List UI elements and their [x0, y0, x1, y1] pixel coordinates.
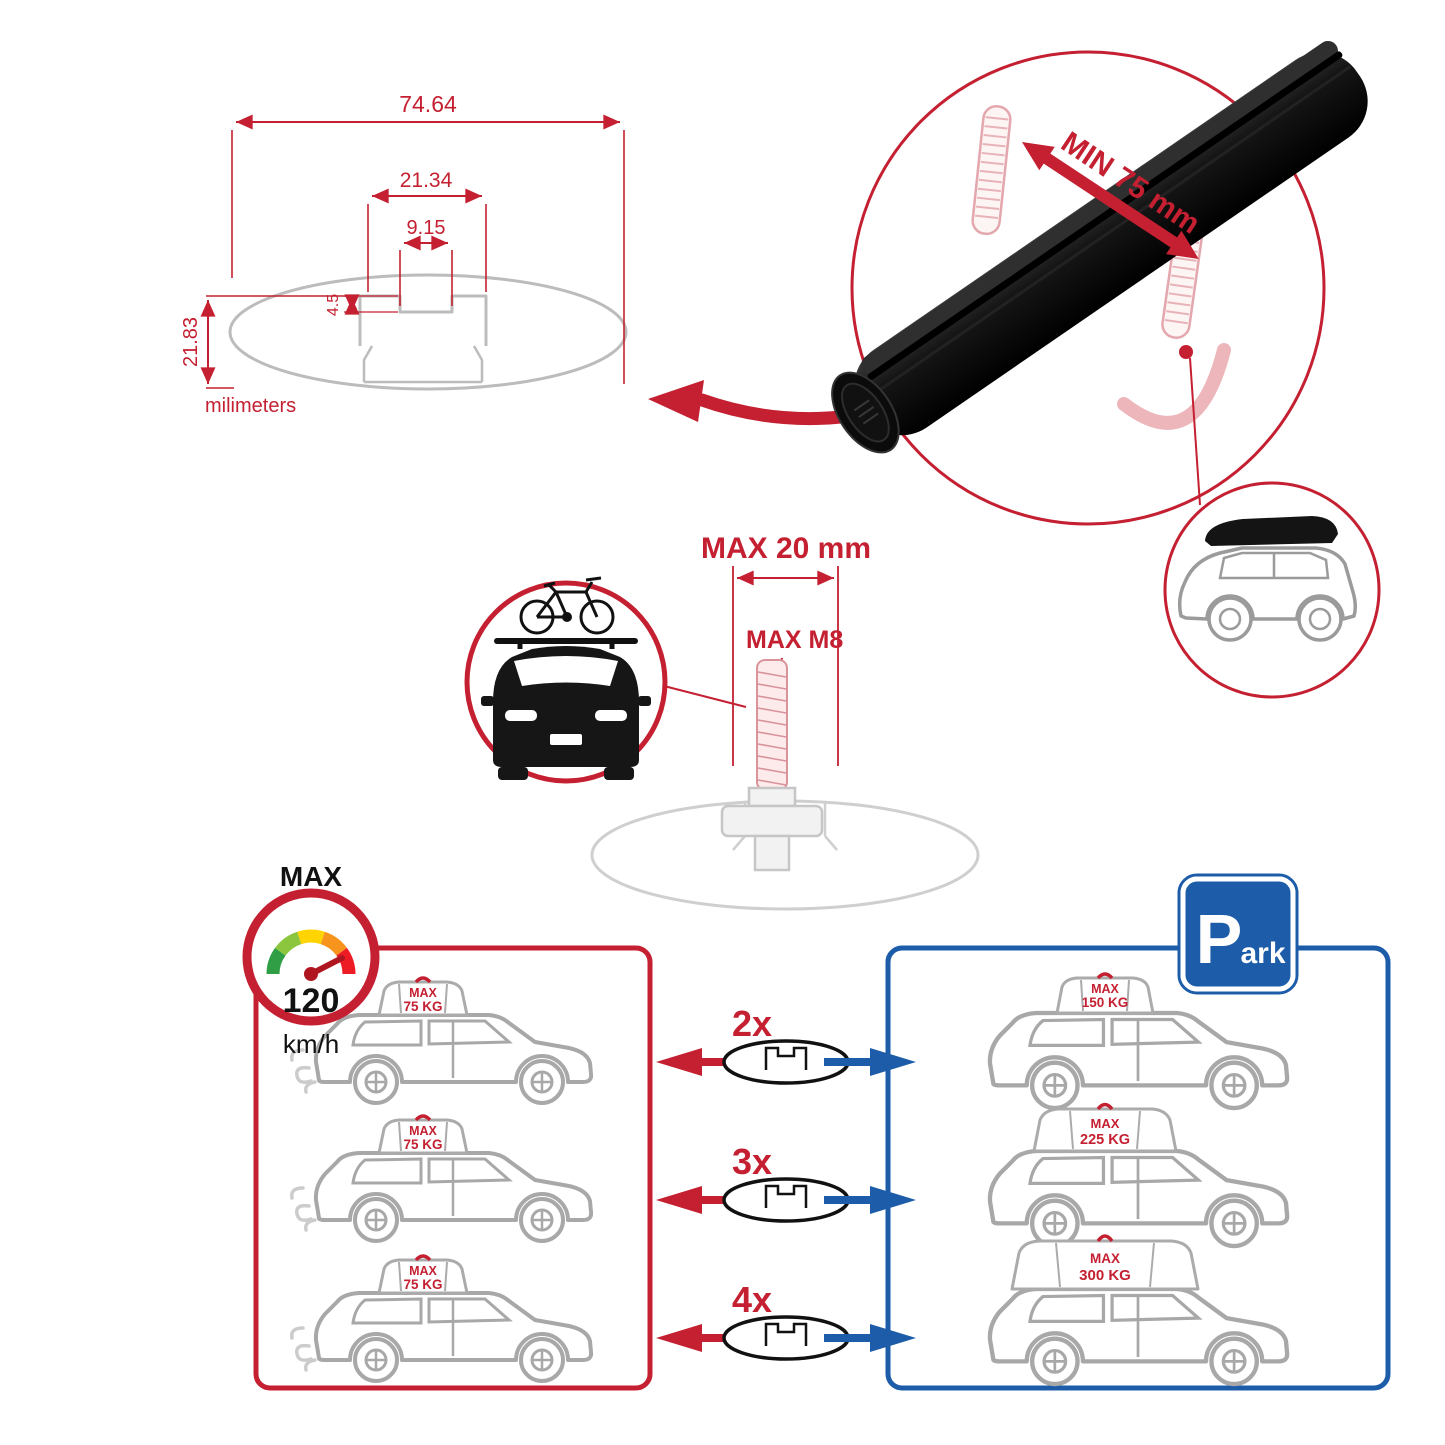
bag-max-label: MAX [409, 986, 437, 1000]
speed-limit-gauge: MAX 120 km/h [242, 861, 380, 1059]
bag-handle-icon [414, 976, 432, 984]
vignette-leader-line [1189, 357, 1201, 506]
dimension-slot-width: 9.15 [399, 217, 453, 306]
red-arrow-left [656, 1186, 748, 1214]
slot-width-label: 9.15 [407, 217, 446, 239]
blue-arrow-right [824, 1324, 916, 1352]
lip-depth-label: 4.5 [325, 294, 342, 316]
bag-weight-label: 225 KG [1080, 1132, 1130, 1148]
bag-handle-icon [1096, 1102, 1114, 1111]
crossbar-profile-diagram: 74.64 21.34 9.15 4.5 21.83 milimeters [180, 91, 628, 417]
multiplier-row-1: 2x [656, 1003, 916, 1085]
blue-arrow-right [824, 1048, 916, 1076]
blue-arrow-right [824, 1186, 916, 1214]
left-car-row-2: MAX 75 KG [289, 1114, 594, 1243]
park-sign-letter: P [1196, 900, 1243, 978]
multiplier-row-2: 3x [656, 1141, 916, 1223]
total-height-label: 21.83 [180, 317, 202, 367]
bag-weight-label: 75 KG [403, 1277, 442, 1292]
bag-max-label: MAX [1090, 1251, 1120, 1266]
right-car-row-1: MAX 150 KG [990, 972, 1287, 1108]
red-arrow-left [656, 1324, 748, 1352]
dimension-total-width: 74.64 [231, 91, 625, 384]
bag-max-label: MAX [1091, 982, 1119, 996]
park-sign-plate [1180, 876, 1296, 992]
crossbar-render [831, 40, 1368, 454]
bag-weight-label: 150 KG [1082, 995, 1129, 1010]
bag-weight-label: 75 KG [403, 1137, 442, 1152]
multiplier-label: 4x [732, 1279, 772, 1320]
clamp-hook [1117, 343, 1231, 430]
bag-max-label: MAX [409, 1264, 437, 1278]
park-sign-suffix: ark [1240, 937, 1285, 970]
red-arrow-left [656, 1048, 748, 1076]
bag-max-label: MAX [409, 1124, 437, 1138]
crossbar-render-detail: MIN 75 mm [831, 40, 1368, 526]
bag-handle-icon [414, 1254, 432, 1262]
right-car-row-3: MAX 300 KG [990, 1234, 1287, 1384]
multiplier-label: 2x [732, 1003, 772, 1044]
bag-max-label: MAX [1091, 1116, 1120, 1131]
clamp-ubolt [971, 105, 1231, 430]
roof-box [1205, 516, 1338, 546]
dimension-channel-width: 21.34 [367, 169, 487, 292]
t-bolt [720, 659, 824, 872]
dimension-total-height: 21.83 [180, 295, 358, 389]
right-car-row-2: MAX 225 KG [990, 1102, 1287, 1247]
gauge-title: MAX [280, 861, 343, 892]
bicycle-icon [519, 576, 615, 635]
bag-weight-label: 300 KG [1079, 1267, 1131, 1284]
gauge-value: 120 [283, 982, 340, 1020]
channel-width-label: 21.34 [400, 169, 453, 192]
units-label: milimeters [205, 395, 296, 417]
clamp-point-dot [1179, 345, 1193, 359]
bag-weight-label: 75 KG [403, 999, 442, 1014]
multiplier-row-3: 4x [656, 1279, 916, 1361]
bag-handle-icon [1096, 972, 1114, 980]
total-width-label: 74.64 [399, 91, 457, 117]
left-car-row-1: MAX 75 KG [289, 976, 594, 1105]
max-length-label: MAX 20 mm [701, 532, 871, 565]
bike-car-vignette [464, 576, 747, 784]
gauge-unit: km/h [283, 1029, 339, 1059]
left-car-row-3: MAX 75 KG [289, 1254, 594, 1383]
profile-pedestal [362, 345, 484, 384]
car-front-icon [481, 641, 651, 780]
vignette-leader-line [663, 685, 747, 708]
bag-handle-icon [414, 1114, 432, 1122]
suv-roofbox-vignette [1163, 481, 1381, 699]
bolt-spec-diagram: MAX 20 mm MAX M8 [590, 532, 980, 911]
detail-circle [850, 50, 1326, 526]
multiplier-label: 3x [732, 1141, 772, 1182]
park-sign: P ark [1177, 873, 1299, 995]
bag-handle-icon [1096, 1234, 1114, 1243]
max-thread-label: MAX M8 [746, 626, 843, 654]
gauge-ring [242, 888, 380, 1026]
